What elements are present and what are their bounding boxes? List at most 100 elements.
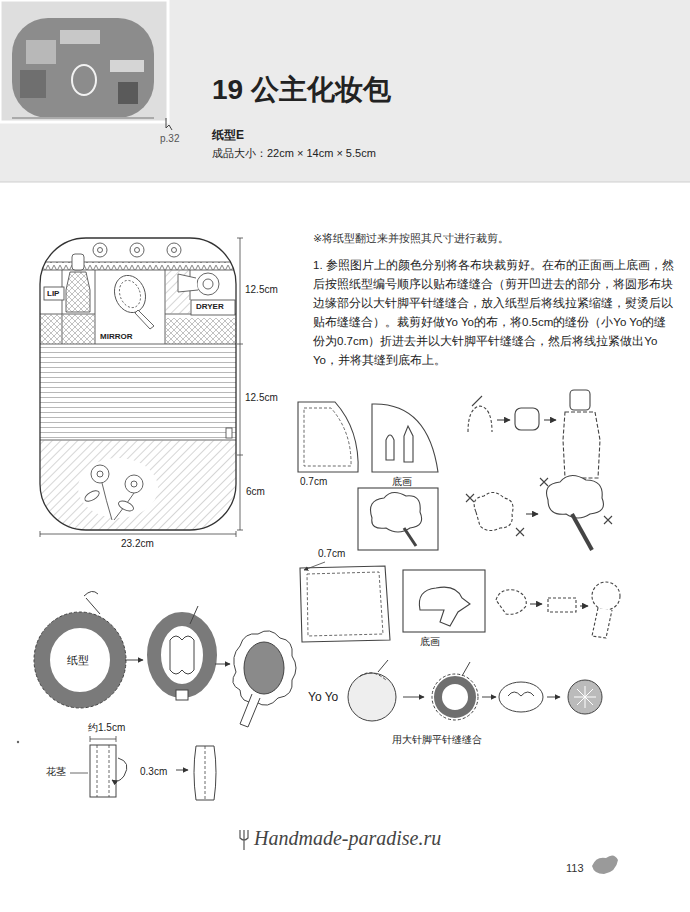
cursor-mark — [166, 118, 172, 130]
yoyo-steps — [482, 697, 496, 698]
step-illustrations — [403, 570, 485, 632]
cursor-mark — [166, 118, 172, 130]
pattern-drawing — [44, 287, 64, 300]
dimension: 0.7cm — [300, 476, 327, 489]
header-band — [0, 0, 690, 182]
dimension: 0.7cm — [318, 548, 345, 561]
watermark: Handmade-paradise.ru — [254, 826, 441, 851]
step-illustrations — [298, 402, 358, 472]
product-photo — [0, 0, 168, 122]
step-illustrations — [530, 603, 542, 604]
dimension: 12.5cm — [245, 392, 278, 405]
dimension-lines — [237, 530, 243, 531]
pattern-drawing — [116, 277, 144, 310]
part-name: Yo Yo — [308, 690, 338, 705]
step-illustrations — [544, 419, 556, 420]
step-illustrations — [404, 528, 416, 546]
step-illustrations — [371, 492, 422, 532]
dimension-lines — [237, 344, 243, 345]
pattern-drawing — [40, 238, 236, 530]
yoyo-steps — [547, 697, 560, 698]
pattern-drawing — [98, 248, 103, 253]
pattern-drawing — [172, 248, 177, 253]
pattern-drawing — [93, 243, 107, 257]
pattern-drawing — [131, 481, 137, 487]
part-name: 纸型 — [67, 654, 89, 668]
pattern-drawing — [78, 458, 158, 518]
part-name: 花茎 — [46, 766, 66, 779]
step-illustrations — [300, 566, 390, 642]
yoyo-steps — [432, 674, 478, 720]
flower-stem-steps — [109, 745, 110, 797]
step-illustrations — [466, 494, 524, 536]
product-photo — [12, 117, 154, 119]
product-photo — [20, 70, 46, 98]
pattern-drawing — [40, 270, 236, 271]
pattern-drawing — [72, 254, 84, 270]
caption-label: 用大针脚平针缝缝合 — [392, 734, 482, 747]
yoyo-steps — [403, 697, 424, 698]
pattern-drawing — [91, 465, 109, 483]
caption-label: 底画 — [420, 636, 440, 649]
dimension: 12.5cm — [245, 284, 278, 297]
step-illustrations — [496, 590, 526, 615]
step-illustrations — [580, 605, 588, 606]
step-illustrations — [547, 475, 604, 518]
step-illustrations — [468, 406, 492, 432]
flower-stem-steps — [70, 773, 88, 774]
pattern-drawing — [117, 499, 135, 513]
pattern-drawing — [40, 440, 236, 530]
step-illustrations — [304, 408, 351, 466]
pattern-drawing — [40, 262, 236, 270]
step-illustrations — [526, 513, 538, 514]
dimension-lines — [237, 238, 243, 239]
dimension-lines — [40, 534, 236, 535]
template-ring-steps — [34, 612, 126, 708]
product-photo — [0, 0, 168, 122]
flower-stem-steps — [112, 758, 127, 781]
template-ring-steps — [190, 606, 198, 624]
pattern-drawing — [83, 489, 101, 504]
template-ring-steps — [42, 620, 118, 700]
header-band — [0, 182, 690, 183]
step-illustrations — [419, 587, 470, 626]
step-illustrations — [304, 562, 325, 570]
step-illustrations — [570, 390, 590, 410]
watermark-icon — [240, 830, 248, 850]
pattern-drawing — [109, 271, 150, 317]
pattern-drawing — [62, 314, 95, 344]
pattern-drawing — [102, 483, 134, 520]
step-illustrations — [372, 404, 438, 472]
template-ring-steps — [215, 664, 230, 665]
pattern-drawing — [40, 344, 236, 440]
margin-dot — [17, 741, 19, 743]
dimension-lines — [236, 531, 237, 537]
yoyo-steps — [348, 673, 396, 721]
pattern-id: 纸型E — [212, 128, 244, 143]
page-bird-icon — [592, 855, 618, 874]
dimension-lines — [237, 455, 243, 456]
pattern-drawing — [191, 300, 235, 315]
template-ring-steps — [125, 660, 143, 661]
step-illustrations — [497, 419, 510, 420]
page-reference: p.32 — [160, 133, 179, 146]
step-illustrations — [592, 582, 620, 610]
yoyo-steps — [360, 673, 386, 680]
flower-stem-steps — [90, 736, 91, 742]
flower-stem-steps — [205, 746, 206, 800]
dimension-lines — [40, 238, 243, 537]
dimension: 6cm — [246, 486, 265, 499]
tag-text: MIRROR — [100, 332, 132, 342]
pattern-drawing — [125, 475, 143, 493]
tag-text: DRYER — [196, 302, 224, 312]
yoyo-steps — [438, 680, 472, 714]
pattern-drawing — [130, 243, 144, 257]
pattern-drawing — [135, 310, 154, 329]
pattern-drawing — [66, 272, 90, 312]
yoyo-steps — [568, 680, 602, 714]
page-title: 19 公主化妆包 — [212, 72, 391, 107]
template-ring-steps — [170, 636, 194, 674]
margin-dot — [17, 741, 19, 743]
pattern-drawing — [165, 318, 236, 344]
